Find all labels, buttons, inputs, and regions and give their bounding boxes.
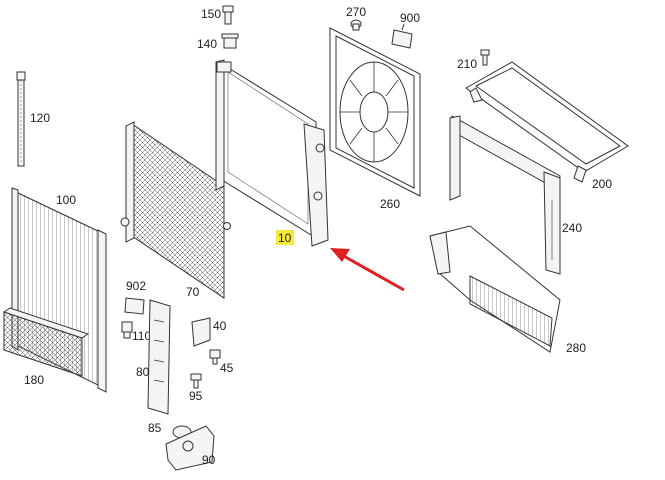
part-280-air-guide bbox=[429, 225, 561, 353]
part-45-bolt bbox=[209, 349, 221, 365]
part-150-bolt bbox=[222, 5, 234, 25]
callout-240: 240 bbox=[562, 221, 582, 235]
callout-80: 80 bbox=[136, 365, 150, 379]
part-95-bolt bbox=[190, 373, 202, 389]
callout-210: 210 bbox=[457, 57, 477, 71]
part-140-clip bbox=[221, 33, 239, 49]
part-200-cross-member bbox=[465, 61, 629, 183]
callout-85: 85 bbox=[148, 421, 162, 435]
callout-150: 150 bbox=[201, 7, 221, 21]
part-10-main-radiator bbox=[215, 59, 329, 247]
callout-100: 100 bbox=[56, 193, 76, 207]
part-270-grommet bbox=[350, 19, 362, 31]
callout-95: 95 bbox=[189, 389, 203, 403]
callout-70: 70 bbox=[186, 285, 200, 299]
part-180-lower-cooler bbox=[2, 307, 90, 377]
callout-40: 40 bbox=[213, 319, 227, 333]
part-900-label bbox=[391, 23, 413, 49]
callout-200: 200 bbox=[592, 177, 612, 191]
part-120-rod bbox=[16, 71, 26, 167]
red-arrow-pointer bbox=[330, 248, 405, 292]
part-902-label bbox=[124, 297, 145, 315]
callout-90: 90 bbox=[202, 453, 216, 467]
part-240-front-carrier bbox=[449, 115, 561, 275]
part-80-bracket bbox=[147, 299, 171, 415]
part-90-lower-bracket bbox=[165, 425, 215, 471]
part-110-sensor bbox=[121, 321, 133, 339]
callout-120: 120 bbox=[30, 111, 50, 125]
callout-110: 110 bbox=[132, 329, 151, 343]
callout-10-highlight bbox=[276, 230, 294, 245]
callout-45: 45 bbox=[220, 361, 234, 375]
callout-180: 180 bbox=[24, 373, 44, 387]
part-210-clip bbox=[480, 49, 490, 66]
part-260-fan-shroud bbox=[329, 27, 421, 197]
part-70-radiator bbox=[120, 121, 231, 299]
callout-270: 270 bbox=[346, 5, 366, 19]
callout-140: 140 bbox=[197, 37, 217, 51]
callout-260: 260 bbox=[380, 197, 400, 211]
callout-900: 900 bbox=[400, 11, 420, 25]
callout-280: 280 bbox=[566, 341, 586, 355]
callout-10: 10 bbox=[278, 231, 292, 245]
callout-902: 902 bbox=[126, 279, 146, 293]
part-40-bracket bbox=[191, 317, 211, 347]
